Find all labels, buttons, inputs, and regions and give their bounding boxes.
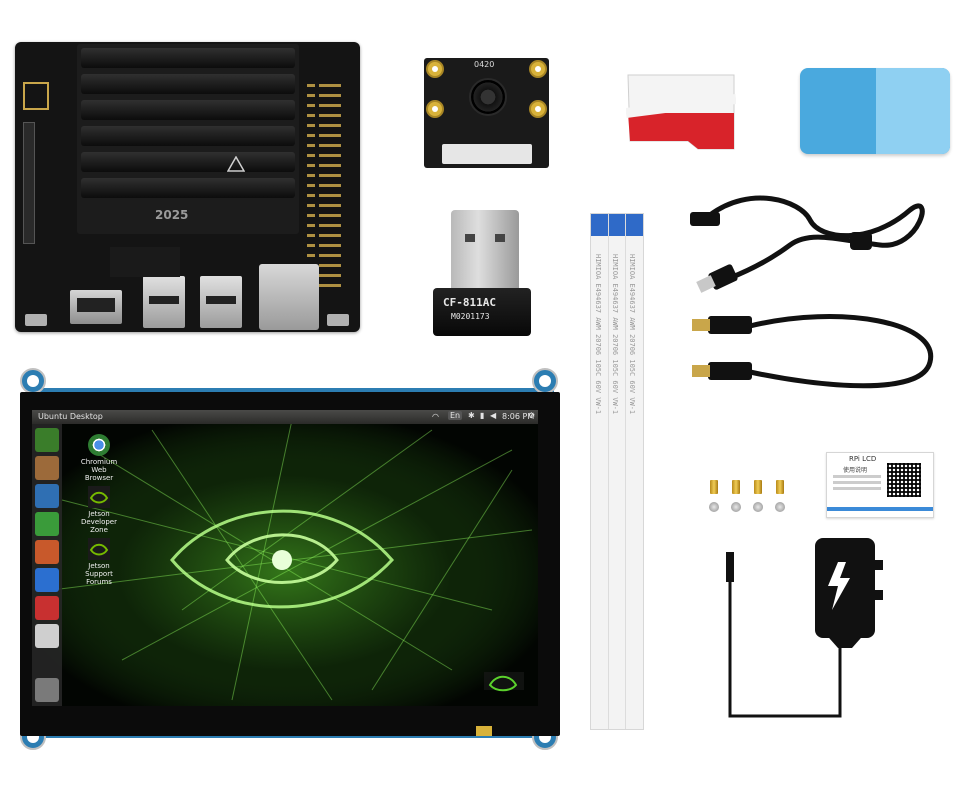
hdmi-plug-2 xyxy=(708,362,752,380)
bluetooth-icon[interactable]: ✱ xyxy=(468,411,475,420)
usb-port-1 xyxy=(143,276,185,328)
desktop-icon-label[interactable]: Chromium Web Browser xyxy=(80,458,118,482)
qr-code xyxy=(887,463,921,497)
jetson-nano-board: 2025 xyxy=(15,42,360,332)
nvidia-icon[interactable] xyxy=(88,538,110,560)
manual-card: RPi LCD 使用说明 xyxy=(826,452,934,518)
mount-hole xyxy=(529,100,547,118)
standoffs-and-screws xyxy=(700,476,790,516)
dongle-model: CF-811AC xyxy=(443,296,496,309)
manual-title: RPi LCD xyxy=(849,455,877,463)
nvidia-wallpaper xyxy=(32,410,538,706)
chromium-icon[interactable] xyxy=(88,434,110,456)
heatsink-text: 2025 xyxy=(155,208,189,222)
micro-usb-plug xyxy=(690,212,720,226)
heatsink xyxy=(77,44,299,234)
mount-hole xyxy=(426,60,444,78)
ribbon-print: HIMIOA E494637 AWM 20706 105C 60V VW-1 xyxy=(594,254,602,415)
settings-icon[interactable] xyxy=(35,596,59,620)
dongle-body: CF-811AC M0201173 xyxy=(433,288,531,336)
desktop-icon-label[interactable]: Jetson Developer Zone xyxy=(80,510,117,534)
nvidia-icon[interactable] xyxy=(88,486,110,508)
usb-port-2 xyxy=(200,276,242,328)
usb-plug xyxy=(451,210,519,290)
nvidia-eye-logo xyxy=(170,509,395,609)
micro-sd-card xyxy=(625,73,737,153)
mount-ear xyxy=(20,368,46,394)
window-title: Ubuntu Desktop xyxy=(38,412,103,421)
hdmi-plug-1 xyxy=(708,316,752,334)
ferrite-core xyxy=(850,232,872,250)
trash-icon[interactable] xyxy=(35,678,59,702)
chromium-icon[interactable] xyxy=(35,568,59,592)
ubuntu-launcher xyxy=(32,424,62,706)
csi-connector xyxy=(23,122,35,244)
writer-icon[interactable] xyxy=(35,484,59,508)
card-reader xyxy=(800,68,950,154)
mount-hole xyxy=(529,60,547,78)
calc-icon[interactable] xyxy=(35,512,59,536)
camera-label: 0420 xyxy=(474,60,495,69)
ribbon-connector xyxy=(442,144,532,164)
software-icon[interactable] xyxy=(35,624,59,648)
ubuntu-top-bar: Ubuntu Desktop ◠ En ✱ ▮ ◀ 8:06 PM ⚙ xyxy=(32,410,538,424)
manual-subtitle: 使用说明 xyxy=(843,467,868,474)
camera-lens xyxy=(469,78,507,116)
usb-cable xyxy=(690,190,930,295)
dash-home-icon[interactable] xyxy=(35,428,59,452)
volume-icon[interactable]: ◀ xyxy=(490,411,497,420)
battery-icon[interactable]: ▮ xyxy=(480,411,485,420)
desktop-icon-label[interactable]: Jetson Support Forums xyxy=(85,562,113,586)
gpio-header-inner xyxy=(307,84,315,294)
ethernet-port xyxy=(259,264,319,330)
power-adapter xyxy=(720,538,885,723)
lcd-connector xyxy=(476,726,492,736)
gear-icon[interactable]: ⚙ xyxy=(528,411,536,420)
ribbon-print: HIMIOA E494637 AWM 20706 105C 60V VW-1 xyxy=(611,254,619,415)
clock[interactable]: 8:06 PM xyxy=(502,412,535,421)
power-jack xyxy=(25,314,47,326)
card-reader-lid xyxy=(876,68,950,154)
wifi-icon[interactable]: ◠ xyxy=(432,412,439,421)
lcd-screen: Ubuntu Desktop ◠ En ✱ ▮ ◀ 8:06 PM ⚙ Chro… xyxy=(32,410,538,706)
lightning-icon xyxy=(828,562,850,610)
dongle-serial: M0201173 xyxy=(451,312,490,321)
lcd-display: Ubuntu Desktop ◠ En ✱ ▮ ◀ 8:06 PM ⚙ Chro… xyxy=(20,368,560,750)
micro-usb-port xyxy=(327,314,349,326)
usb-a-plug xyxy=(708,264,738,290)
gpio-header xyxy=(319,84,341,294)
mount-ear xyxy=(532,368,558,394)
wifi-dongle: CF-811AC M0201173 xyxy=(433,210,531,336)
ribbon-cable: HIMIOA E494637 AWM 20706 105C 60V VW-1 H… xyxy=(590,213,644,730)
hdmi-cable xyxy=(690,312,940,402)
ribbon-print: HIMIOA E494637 AWM 20706 105C 60V VW-1 xyxy=(628,254,636,415)
camera-module: 0420 xyxy=(424,58,549,168)
keyboard-layout-indicator[interactable]: En xyxy=(448,411,463,420)
mount-hole xyxy=(426,100,444,118)
ribbon-end-top xyxy=(591,214,643,236)
hot-surface-warning-icon xyxy=(226,155,246,172)
impress-icon[interactable] xyxy=(35,540,59,564)
files-icon[interactable] xyxy=(35,456,59,480)
jumper-header xyxy=(23,82,49,110)
